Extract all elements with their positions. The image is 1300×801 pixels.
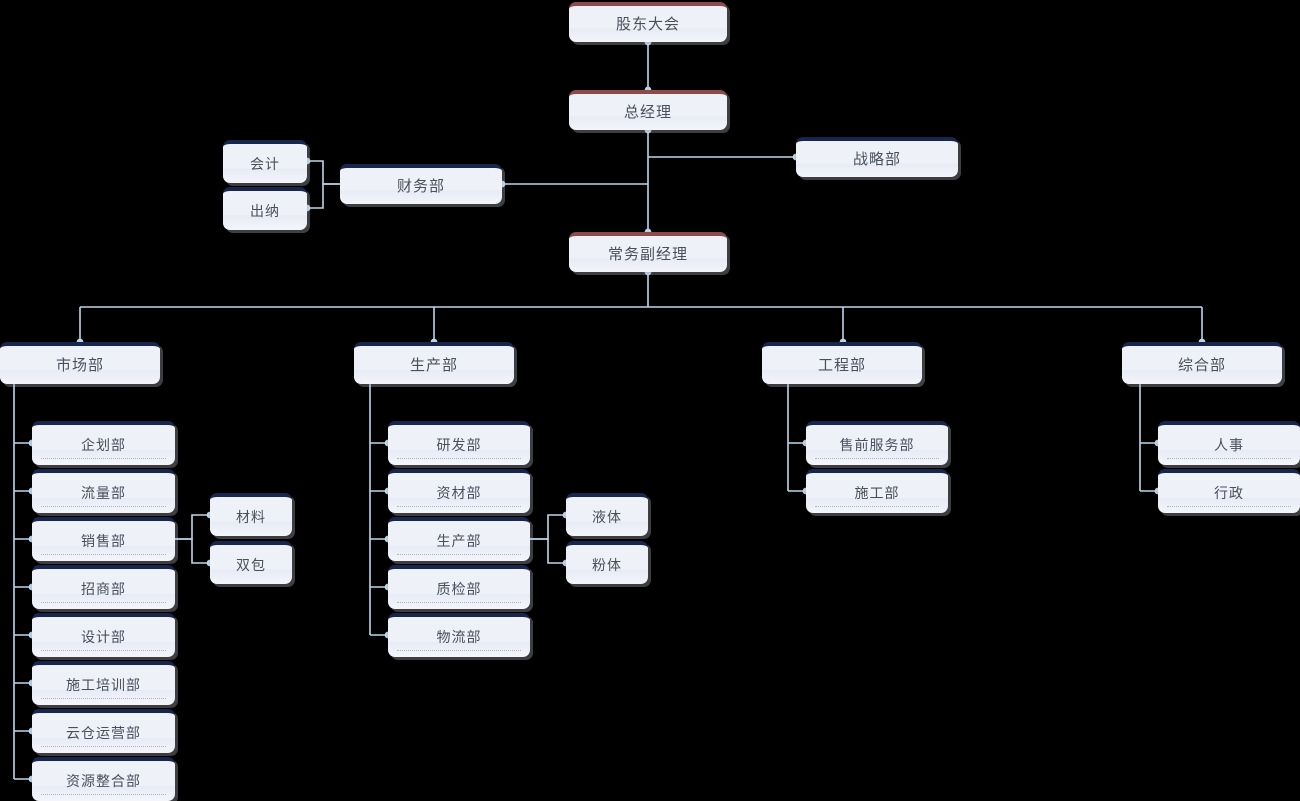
node-market-department[interactable]: 市场部 <box>0 342 160 384</box>
node-production-department[interactable]: 生产部 <box>354 342 514 384</box>
node-label: 招商部 <box>81 581 126 597</box>
node-label: 战略部 <box>852 150 901 168</box>
node-cashier[interactable]: 出纳 <box>223 187 307 230</box>
node-label: 综合部 <box>1177 356 1226 374</box>
node-label: 质检部 <box>436 581 482 597</box>
node-administration[interactable]: 行政 <box>1158 469 1300 513</box>
node-human-resources[interactable]: 人事 <box>1158 421 1300 465</box>
node-resource-integration-department[interactable]: 资源整合部 <box>32 757 175 801</box>
node-label: 市场部 <box>55 356 104 374</box>
node-label: 股东大会 <box>615 15 680 33</box>
node-production-line-department[interactable]: 生产部 <box>388 517 530 561</box>
node-label: 售前服务部 <box>839 437 915 453</box>
node-label: 资源整合部 <box>66 773 141 789</box>
edge-sales-doublepack <box>175 538 210 564</box>
node-sales-department[interactable]: 销售部 <box>32 517 175 561</box>
node-label: 生产部 <box>409 356 458 374</box>
edge-sales-material <box>175 514 210 540</box>
node-investment-department[interactable]: 招商部 <box>32 565 175 609</box>
node-planning-department[interactable]: 企划部 <box>32 421 175 465</box>
edge-finance-accounting <box>307 160 340 185</box>
node-liquid[interactable]: 液体 <box>566 493 648 536</box>
node-finance-department[interactable]: 财务部 <box>340 164 502 204</box>
node-deputy-general-manager[interactable]: 常务副经理 <box>569 232 727 272</box>
node-materials-department[interactable]: 资材部 <box>388 469 530 513</box>
node-label: 企划部 <box>81 437 126 453</box>
node-label: 粉体 <box>592 556 622 573</box>
node-label: 人事 <box>1214 437 1244 453</box>
node-powder[interactable]: 粉体 <box>566 541 648 584</box>
node-label: 施工部 <box>854 485 900 501</box>
node-label: 生产部 <box>436 533 482 549</box>
edge-prodline-powder <box>530 538 566 564</box>
node-construction-training-department[interactable]: 施工培训部 <box>32 661 175 705</box>
edge-prodline-liquid <box>530 514 566 540</box>
node-label: 施工培训部 <box>66 677 141 693</box>
node-accounting[interactable]: 会计 <box>223 140 307 183</box>
node-label: 资材部 <box>436 485 482 501</box>
node-double-pack[interactable]: 双包 <box>210 541 292 584</box>
node-label: 云仓运营部 <box>66 725 141 741</box>
node-engineering-department[interactable]: 工程部 <box>762 342 922 384</box>
node-label: 液体 <box>592 508 622 525</box>
node-label: 物流部 <box>436 629 482 645</box>
node-label: 销售部 <box>81 533 126 549</box>
node-presales-service-department[interactable]: 售前服务部 <box>806 421 948 465</box>
node-label: 总经理 <box>623 103 672 121</box>
node-traffic-department[interactable]: 流量部 <box>32 469 175 513</box>
node-label: 流量部 <box>81 485 126 501</box>
node-label: 会计 <box>250 155 280 172</box>
node-label: 行政 <box>1214 485 1244 501</box>
node-label: 双包 <box>236 556 266 573</box>
edge-finance-cashier <box>307 183 340 209</box>
connector-dots <box>28 38 1206 783</box>
node-label: 工程部 <box>817 356 866 374</box>
node-construction-department[interactable]: 施工部 <box>806 469 948 513</box>
node-label: 常务副经理 <box>607 245 688 263</box>
node-general-affairs-department[interactable]: 综合部 <box>1122 342 1282 384</box>
node-label: 研发部 <box>436 437 482 453</box>
node-general-manager[interactable]: 总经理 <box>569 90 727 130</box>
node-design-department[interactable]: 设计部 <box>32 613 175 657</box>
node-label: 财务部 <box>396 177 445 195</box>
node-label: 出纳 <box>250 202 280 219</box>
node-quality-control-department[interactable]: 质检部 <box>388 565 530 609</box>
node-cloud-warehouse-department[interactable]: 云仓运营部 <box>32 709 175 753</box>
node-label: 设计部 <box>81 629 126 645</box>
node-material[interactable]: 材料 <box>210 493 292 536</box>
node-strategy-department[interactable]: 战略部 <box>796 137 958 177</box>
node-rnd-department[interactable]: 研发部 <box>388 421 530 465</box>
node-label: 材料 <box>236 508 266 525</box>
node-shareholders[interactable]: 股东大会 <box>569 2 727 42</box>
node-logistics-department[interactable]: 物流部 <box>388 613 530 657</box>
